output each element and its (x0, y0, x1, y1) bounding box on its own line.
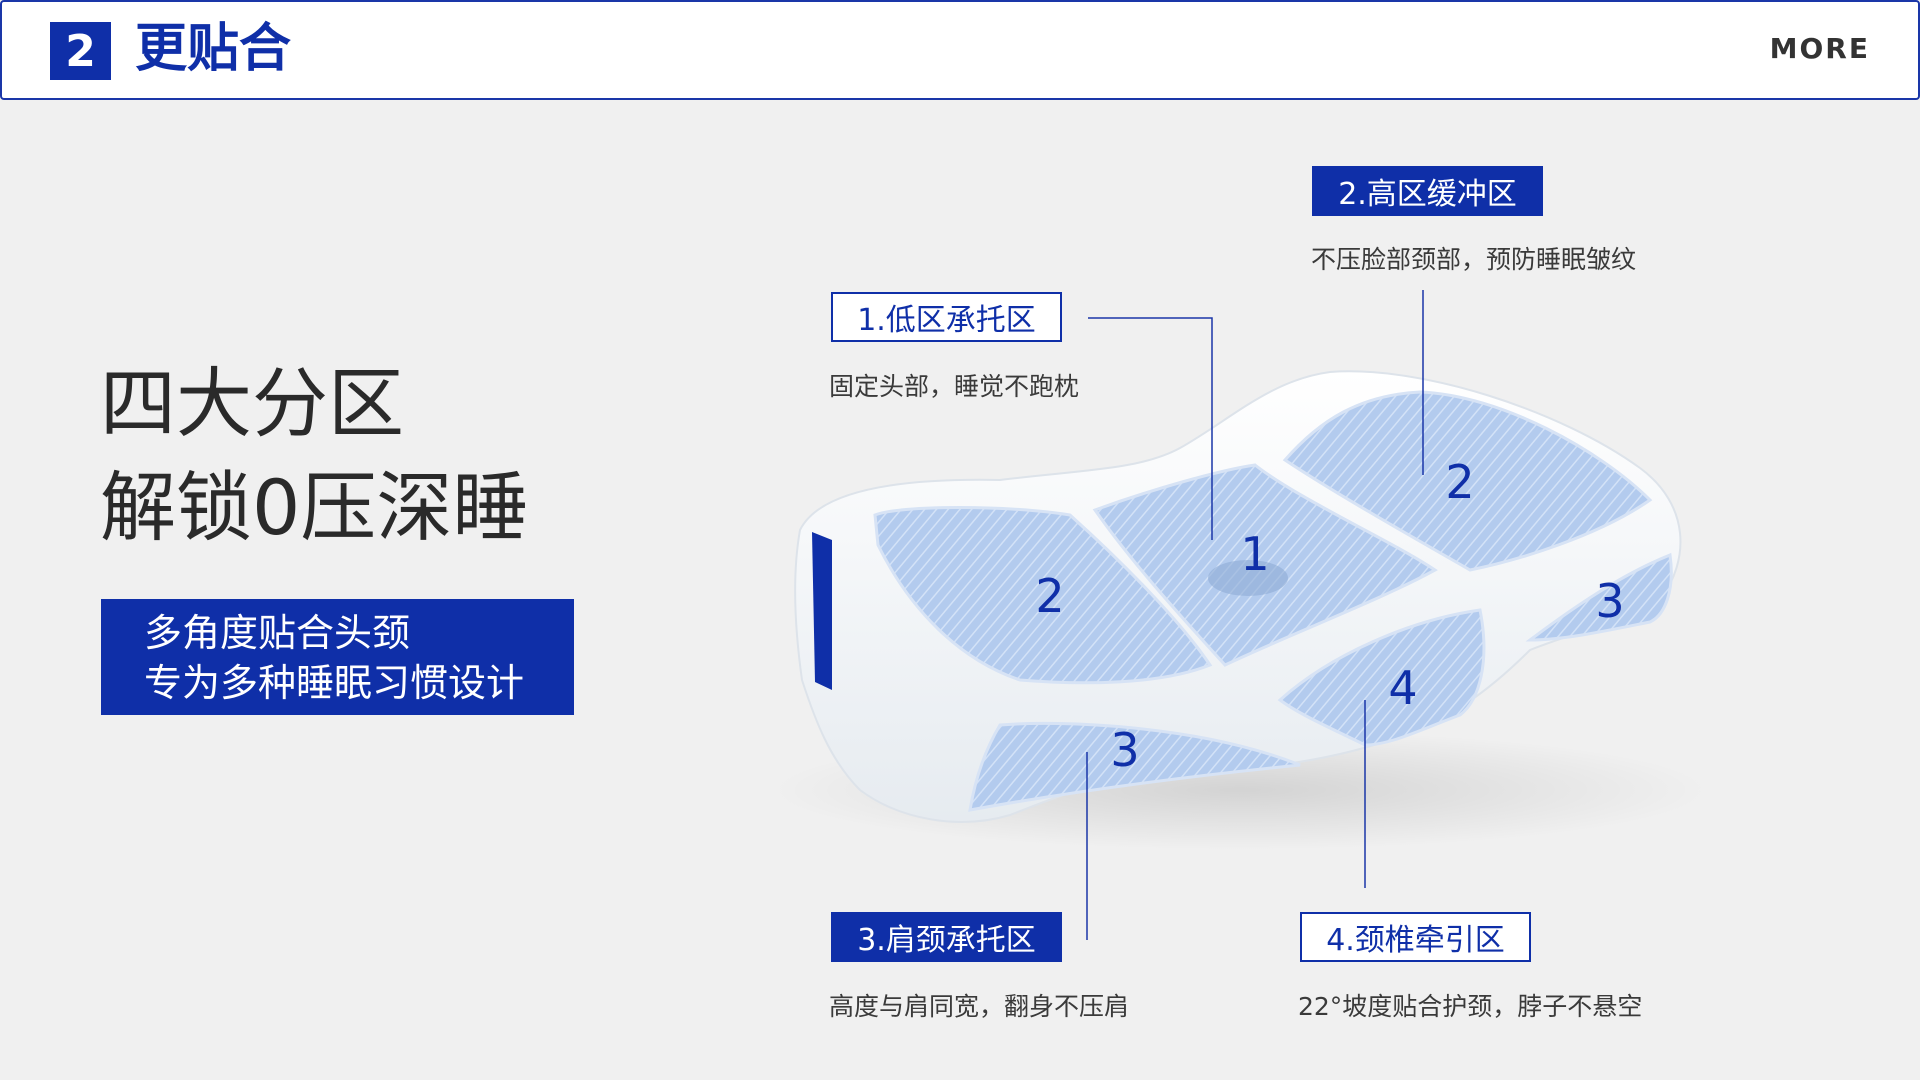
headline-line-1: 四大分区 (100, 359, 404, 448)
zone-1-label: 1.低区承托区 (831, 292, 1062, 342)
section-number-badge: 2 (50, 22, 111, 80)
more-link[interactable]: MORE (1769, 32, 1870, 65)
zone-2-left (873, 506, 1213, 685)
zone-1-number: 1 (1240, 527, 1269, 581)
section-title: 更贴合 (135, 19, 292, 79)
zone-3-description: 高度与肩同宽，翻身不压肩 (829, 992, 1130, 1021)
zone-2-left-number: 2 (1035, 569, 1064, 623)
zone-2-right (1282, 390, 1653, 572)
zone-2-description: 不压脸部颈部，预防睡眠皱纹 (1311, 245, 1637, 274)
zone-4-description: 22°坡度贴合护颈，脖子不悬空 (1298, 992, 1643, 1021)
headline-line-2: 解锁0压深睡 (100, 463, 529, 552)
zone-1-description: 固定头部，睡觉不跑枕 (829, 372, 1080, 401)
zone-4-number: 4 (1388, 661, 1417, 715)
zone-2-right-number: 2 (1445, 455, 1474, 509)
head-recess (1208, 560, 1288, 596)
zone-3-label: 3.肩颈承托区 (831, 912, 1062, 962)
zone-3-right (1525, 552, 1673, 642)
zone-3-right-number: 3 (1595, 574, 1624, 628)
pillow-side-tag (812, 532, 832, 690)
zone-4-label: 4.颈椎牵引区 (1300, 912, 1531, 962)
feature-line-1: 多角度贴合头颈 (144, 611, 411, 655)
zone-3-left-number: 3 (1110, 723, 1139, 777)
headline: 四大分区 解锁0压深睡 (100, 352, 528, 560)
zone-3-left (968, 721, 1301, 812)
feature-line-2: 专为多种睡眠习惯设计 (144, 661, 525, 705)
zone-4 (1277, 608, 1486, 747)
feature-box: 多角度贴合头颈 专为多种睡眠习惯设计 (101, 599, 574, 715)
header-bar: 2 更贴合 MORE (0, 0, 1920, 100)
leader-line-zone-1 (1088, 317, 1213, 540)
zone-2-label: 2.高区缓冲区 (1312, 166, 1543, 216)
